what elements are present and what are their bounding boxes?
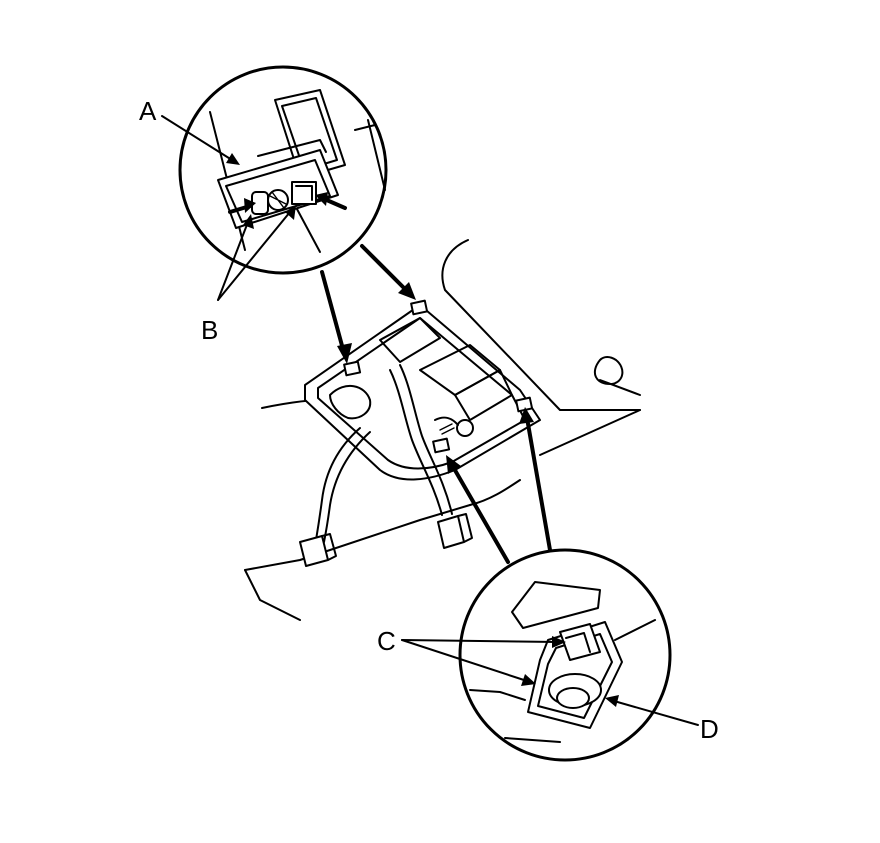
- headliner-outline: [244, 239, 641, 621]
- callout-label-a: A: [139, 96, 157, 126]
- dome-light-housing: [304, 299, 541, 481]
- detail-circle-upper: [178, 65, 388, 275]
- callout-label-c: C: [377, 626, 396, 656]
- wire-harness: [315, 364, 453, 543]
- connector-right: [437, 513, 473, 549]
- callout-label-d: D: [700, 714, 719, 744]
- connector-left: [299, 533, 337, 567]
- detail-circle-lower: [458, 548, 672, 762]
- callout-leaders: [161, 115, 699, 726]
- leader-arrows: [320, 244, 552, 564]
- callout-label-b: B: [201, 315, 219, 345]
